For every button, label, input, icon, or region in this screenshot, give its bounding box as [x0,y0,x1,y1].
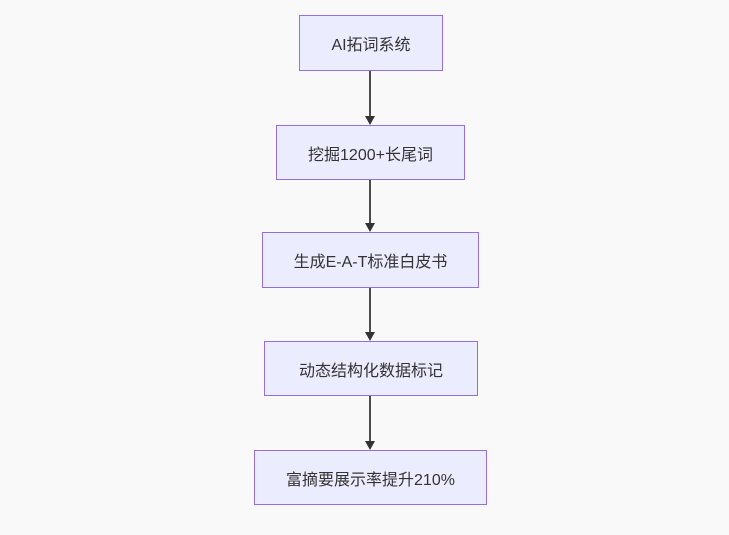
flow-node-ai-word-expansion: AI拓词系统 [299,15,443,71]
flow-arrow-1 [363,71,377,125]
arrow-head-icon [365,223,375,232]
flow-node-rich-snippet-result: 富摘要展示率提升210% [254,450,487,505]
flow-arrow-2 [363,180,377,232]
arrow-line [369,288,371,333]
flow-arrow-3 [363,288,377,341]
flow-node-label: 动态结构化数据标记 [298,362,443,380]
arrow-line [369,180,371,224]
flow-node-structured-data-markup: 动态结构化数据标记 [264,341,478,396]
flow-node-eat-whitepaper: 生成E-A-T标准白皮书 [262,232,479,288]
arrow-line [369,396,371,442]
flow-node-label: 富摘要展示率提升210% [286,471,455,489]
flow-arrow-4 [363,396,377,450]
flow-node-label: 生成E-A-T标准白皮书 [293,254,448,271]
arrow-head-icon [365,332,375,341]
arrow-head-icon [365,441,375,450]
arrow-head-icon [365,116,375,125]
flow-node-label: 挖掘1200+长尾词 [308,146,433,164]
flow-node-label: AI拓词系统 [331,37,411,54]
flow-node-longtail-mining: 挖掘1200+长尾词 [276,125,465,180]
arrow-line [369,71,371,117]
